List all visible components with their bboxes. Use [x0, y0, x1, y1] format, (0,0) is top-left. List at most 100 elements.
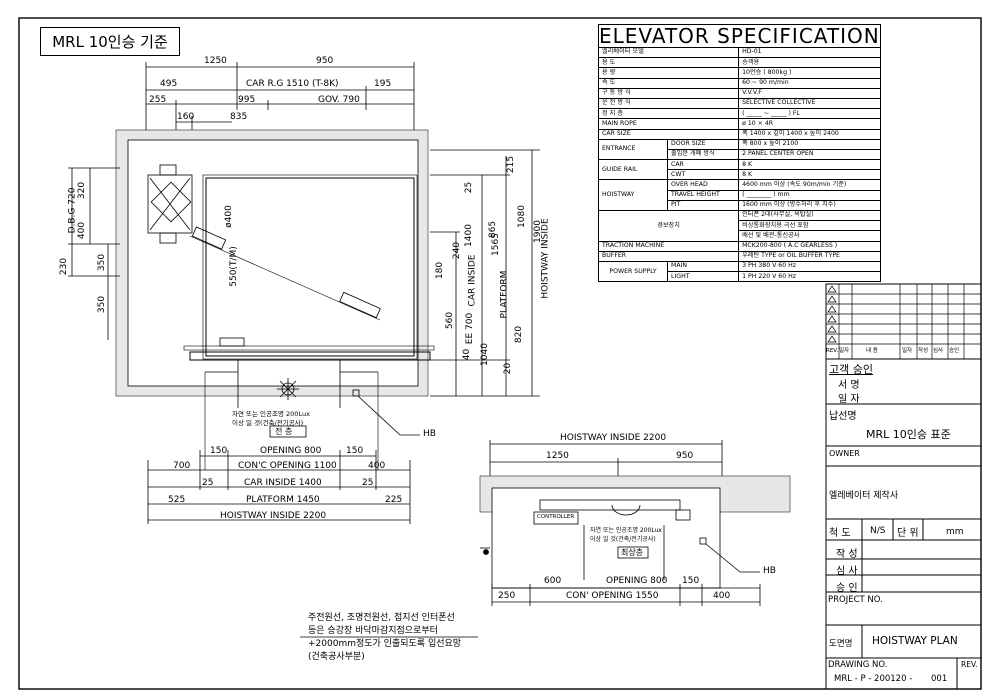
- dim-350-b: 350: [97, 295, 108, 314]
- rev-label: REV.: [961, 660, 978, 669]
- dim-150-b: 150: [346, 446, 364, 456]
- rev-col-date2: 일자: [902, 348, 913, 354]
- sec-lamp-note-1: 자연 또는 인공조명 200Lux: [590, 527, 662, 534]
- dim-950: 950: [316, 56, 334, 66]
- spec-label: CAR SIZE: [597, 128, 740, 140]
- spec-sublabel: MAIN: [666, 260, 740, 273]
- note-line: (건축공사부분): [308, 652, 365, 662]
- dim-1040: 1040: [479, 343, 490, 366]
- spec-label: TRACTION MACHINE: [597, 240, 740, 252]
- dim-820: 820: [514, 325, 525, 344]
- delivery-label: 납선명: [829, 411, 857, 422]
- drawn-label: 작 성: [836, 549, 858, 560]
- spec-value: 4600 mm 이상 (속도 90m/min 기준): [738, 179, 881, 191]
- dim-995: 995: [238, 95, 256, 105]
- dim-opening: OPENING 800: [260, 446, 322, 456]
- spec-value: 비상통화장치용 극선 포함: [738, 220, 881, 232]
- checked-label: 심 사: [836, 566, 858, 577]
- drawing-name: HOISTWAY PLAN: [872, 635, 958, 647]
- sec-dim-400: 400: [713, 591, 731, 601]
- dim-195: 195: [374, 79, 392, 89]
- dim-hoistway-w: HOISTWAY INSIDE 2200: [220, 511, 327, 521]
- dim-dia400: ø400: [223, 205, 234, 228]
- scale-value: N/S: [870, 526, 886, 536]
- drawing-no: MRL - P - 200120 -: [834, 674, 913, 684]
- dim-1565: 1565: [490, 233, 501, 256]
- plan-lamp-note-2: 이상 일 것(건축/전기공사): [232, 419, 304, 427]
- dim-150-a: 150: [210, 446, 228, 456]
- dim-1400: 1400: [463, 224, 474, 247]
- dim-230: 230: [59, 257, 70, 276]
- dim-rope: 550(T/M): [228, 246, 239, 287]
- spec-label: 용 량: [597, 67, 740, 79]
- dim-con-opening: CON'C OPENING 1100: [238, 461, 337, 471]
- dim-225: 225: [385, 495, 403, 505]
- date-label: 일 자: [838, 394, 860, 405]
- rev-col-checked: 심사: [933, 348, 944, 354]
- dim-700: 700: [173, 461, 191, 471]
- rev-col-date: 일자: [839, 348, 850, 354]
- spec-group-label: HOISTWAY: [598, 179, 668, 211]
- spec-sublabel: TRAVEL HEIGHT: [666, 189, 740, 201]
- dim-25-c: 25: [362, 478, 374, 488]
- spec-value: 폭 1400 x 깊이 1400 x 높이 2400: [738, 128, 881, 140]
- rev-col-approved: 승인: [949, 348, 960, 354]
- sec-hb-label: HB: [763, 566, 776, 576]
- sec-controller-label: CONTROLLER: [537, 514, 575, 520]
- construction-note: 주전원선, 조명전원선, 접지선 인터폰선 등은 승강장 바닥마감지점으로부터 …: [308, 612, 461, 664]
- spec-value: 1 PH 220 V 60 Hz: [738, 271, 881, 283]
- spec-value: 8 K: [738, 159, 881, 171]
- spec-value: 배선 및 배관-통신공사: [738, 230, 881, 242]
- spec-sublabel: CAR: [666, 159, 740, 171]
- dim-40: 40: [462, 348, 473, 361]
- spec-group-label: 경보장치: [597, 210, 740, 242]
- spec-value: V.V.V.F: [738, 87, 881, 99]
- plan-floor-label: 전 층: [275, 427, 293, 436]
- signature-label: 서 명: [838, 380, 860, 391]
- spec-label: MAIN ROPE: [597, 118, 740, 130]
- spec-label: 엘리베이터 모델: [597, 46, 740, 59]
- note-line: +2000mm정도가 인출되도록 입선요망: [308, 639, 462, 649]
- sec-dim-150: 150: [682, 576, 700, 586]
- rev-col-rev: REV.: [826, 348, 839, 354]
- label-car-inside: CAR INSIDE: [467, 254, 478, 307]
- dim-ee700: EE 700: [465, 312, 476, 345]
- spec-label: 정 지 층: [597, 108, 740, 120]
- dim-495: 495: [160, 79, 178, 89]
- dim-gov: GOV. 790: [318, 95, 360, 105]
- spec-title: ELEVATOR SPECIFICATION: [598, 24, 881, 48]
- dim-215: 215: [506, 155, 517, 174]
- spec-sublabel: 출입문 개폐 방식: [666, 148, 740, 161]
- spec-sublabel: PIT: [666, 199, 740, 212]
- customer-approval-label: 고객 승인: [829, 363, 873, 376]
- spec-value: ( _____ ~ _____ ) FL: [738, 108, 881, 120]
- spec-sublabel: LIGHT: [666, 271, 740, 283]
- sec-lamp-note-2: 이상 일 것(건축/전기공사): [590, 536, 656, 543]
- approved-label: 승 인: [836, 583, 858, 594]
- spec-value: 10인승 ( 800kg ): [738, 67, 881, 79]
- label-hoistway-inside: HOISTWAY INSIDE: [540, 218, 551, 299]
- spec-group-label: GUIDE RAIL: [598, 159, 668, 181]
- dim-255: 255: [149, 95, 167, 105]
- section-view: [479, 440, 791, 606]
- plan-hb-label: HB: [423, 429, 436, 439]
- dim-25: 25: [464, 181, 475, 194]
- unit-value: mm: [946, 527, 964, 537]
- dim-180: 180: [435, 261, 446, 280]
- dim-525: 525: [168, 495, 186, 505]
- spec-sublabel: CWT: [666, 169, 740, 181]
- dim-400-b: 400: [368, 461, 386, 471]
- unit-label: 단 위: [897, 528, 919, 539]
- sec-dim-600: 600: [544, 576, 562, 586]
- dim-car-inside-w: CAR INSIDE 1400: [244, 478, 322, 488]
- delivery-value: MRL 10인승 표준: [866, 428, 951, 441]
- sec-dim-opening: OPENING 800: [606, 576, 668, 586]
- spec-label: 용 도: [597, 57, 740, 69]
- spec-value: MCK200-800 ( A.C GEARLESS ): [738, 240, 881, 252]
- dim-1080: 1080: [516, 205, 527, 228]
- plan-view: [68, 62, 540, 524]
- spec-value: 우레탄 TYPE or OIL BUFFER TYPE: [738, 250, 881, 262]
- sec-dim-950: 950: [676, 451, 694, 461]
- spec-value: 폭 800 x 높이 2100: [738, 138, 881, 150]
